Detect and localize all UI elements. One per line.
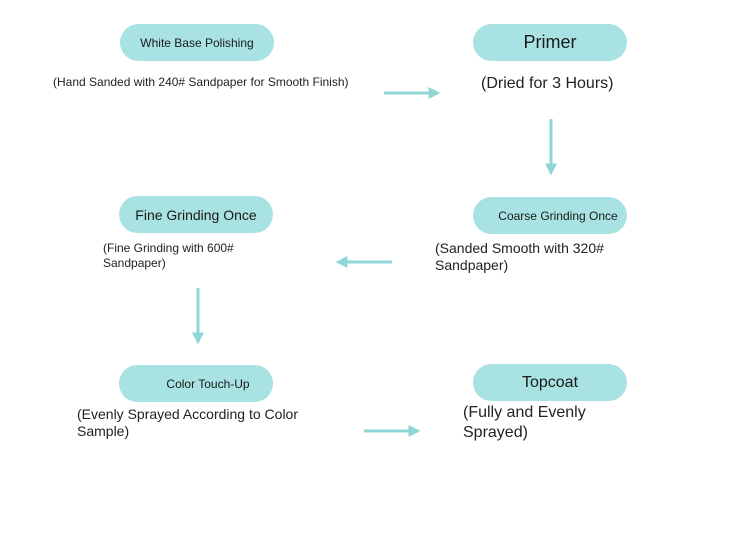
step-white-base-polishing: White Base Polishing [120,24,274,61]
step-topcoat-detail: (Fully and Evenly Sprayed) [463,404,586,441]
step-color-touch-up-detail: (Evenly Sprayed According to Color Sampl… [77,406,298,440]
step-topcoat: Topcoat [473,364,627,401]
step-color-touch-up: Color Touch-Up [119,365,273,402]
step-fine-grinding-detail: (Fine Grinding with 600# Sandpaper) [103,241,234,270]
step-coarse-grinding: Coarse Grinding Once [473,197,627,234]
step-primer-detail: (Dried for 3 Hours) [481,75,614,92]
step-fine-grinding: Fine Grinding Once [119,196,273,233]
step-coarse-grinding-detail: (Sanded Smooth with 320# Sandpaper) [435,240,604,274]
step-primer: Primer [473,24,627,61]
step-white-base-polishing-detail: (Hand Sanded with 240# Sandpaper for Smo… [53,75,349,89]
